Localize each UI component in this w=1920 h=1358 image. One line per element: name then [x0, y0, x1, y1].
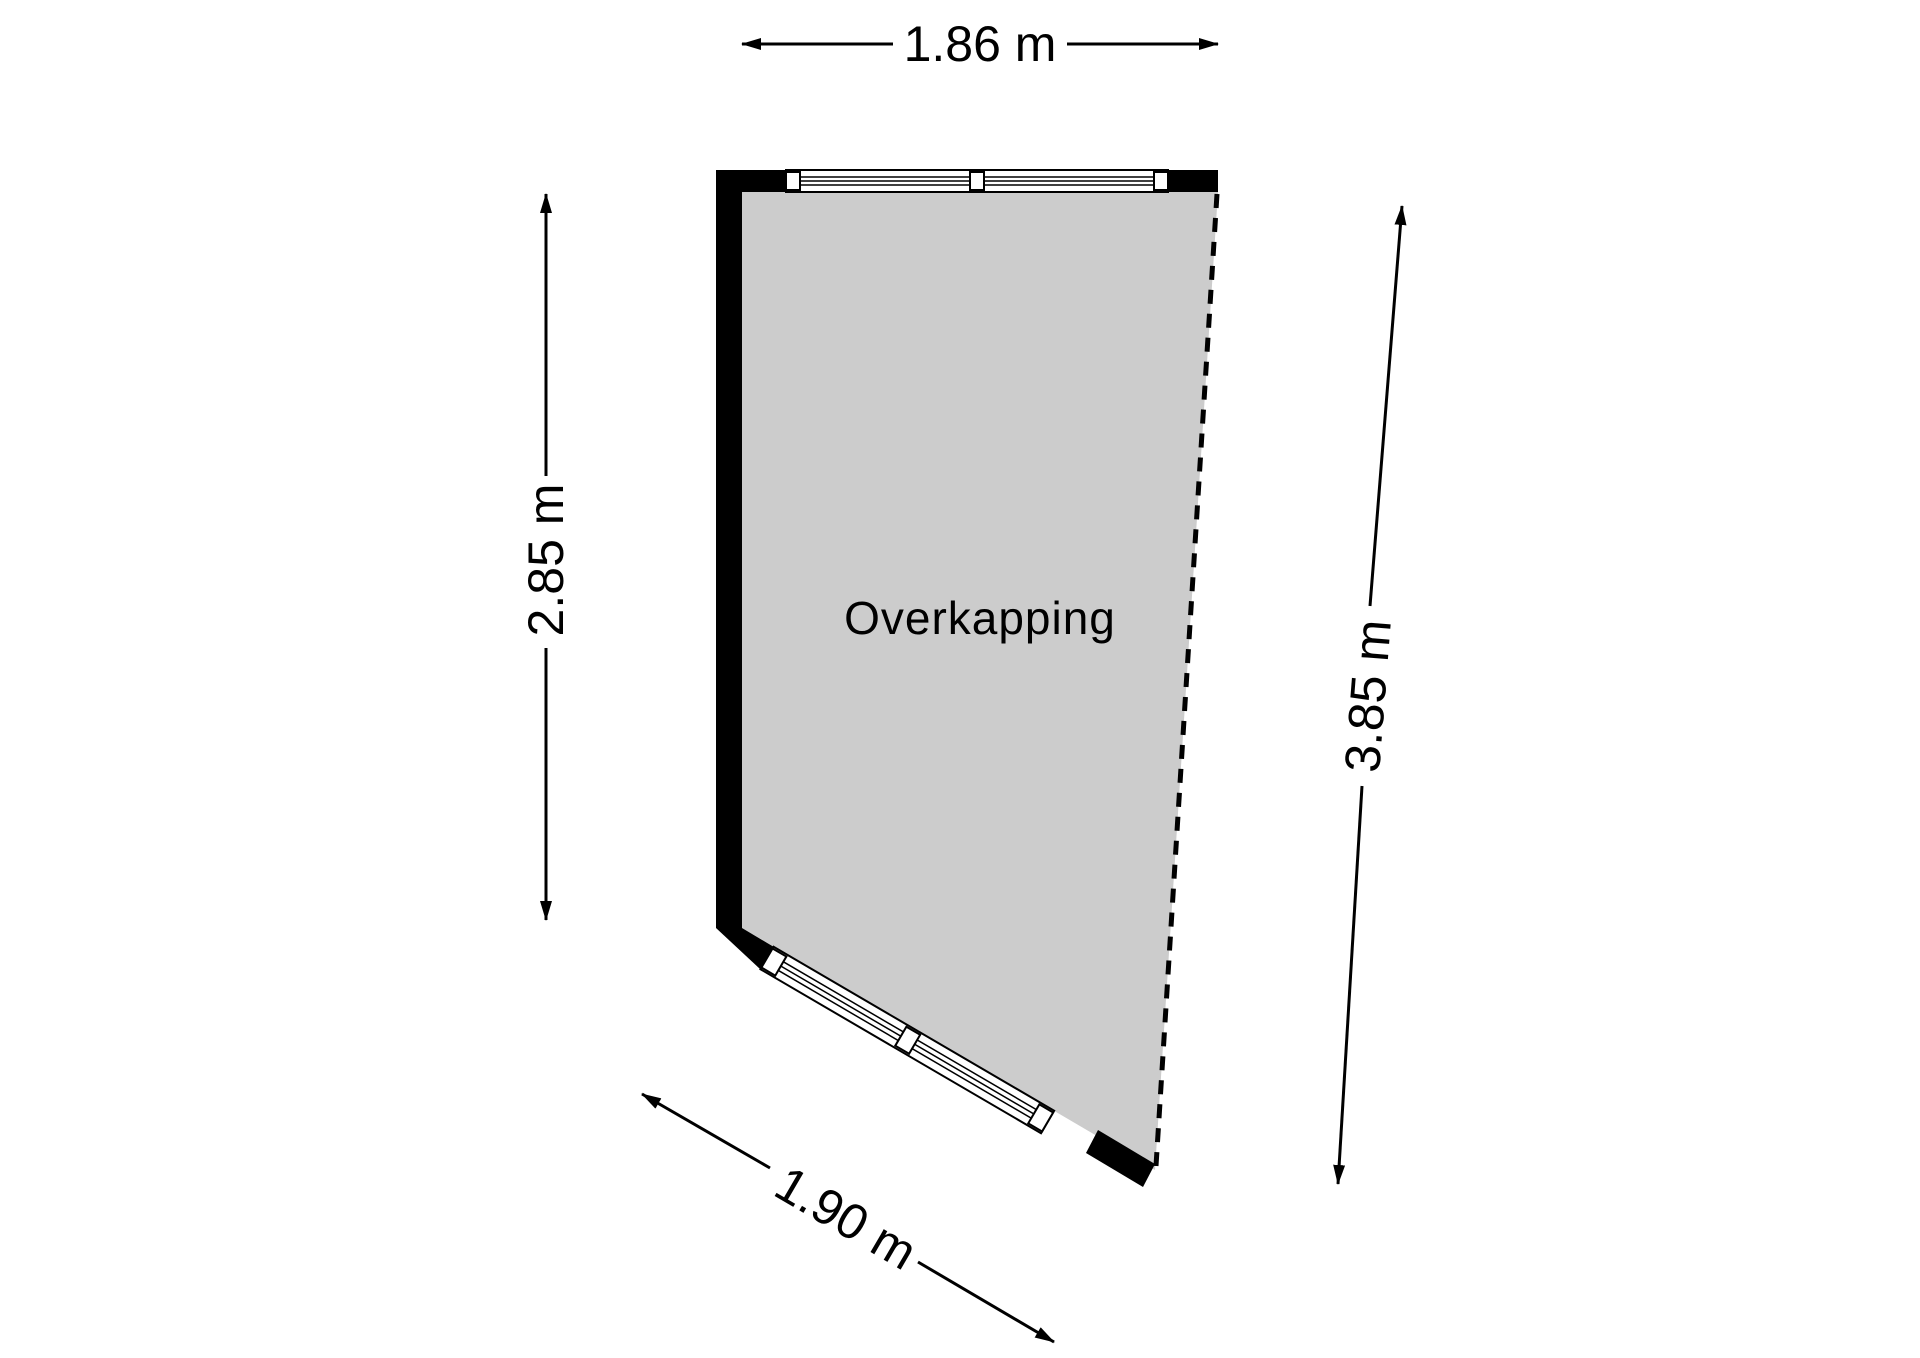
bottom-wall-right-segment: [1086, 1130, 1155, 1187]
room-floor: [742, 192, 1218, 1170]
top-window: [785, 169, 1169, 193]
room-label: Overkapping: [844, 592, 1116, 644]
bottom-window: [759, 945, 1056, 1135]
dimension-top-label: 1.86 m: [904, 16, 1057, 72]
dimension-left-label: 2.85 m: [518, 484, 574, 637]
bottom-wall-left-segment: [716, 928, 774, 969]
right-open-boundary: [1153, 193, 1220, 1167]
dimension-right: 3.85 m: [1333, 205, 1407, 1185]
dimension-right-label: 3.85 m: [1334, 618, 1402, 775]
dimension-top: 1.86 m: [741, 16, 1219, 72]
top-wall-right-segment: [1168, 170, 1218, 192]
top-wall-left-segment: [716, 170, 786, 192]
dimension-bottom: 1.90 m: [641, 1092, 1055, 1344]
dimension-bottom-label: 1.90 m: [766, 1155, 926, 1280]
dimension-left: 2.85 m: [518, 193, 574, 921]
left-wall: [716, 170, 742, 928]
